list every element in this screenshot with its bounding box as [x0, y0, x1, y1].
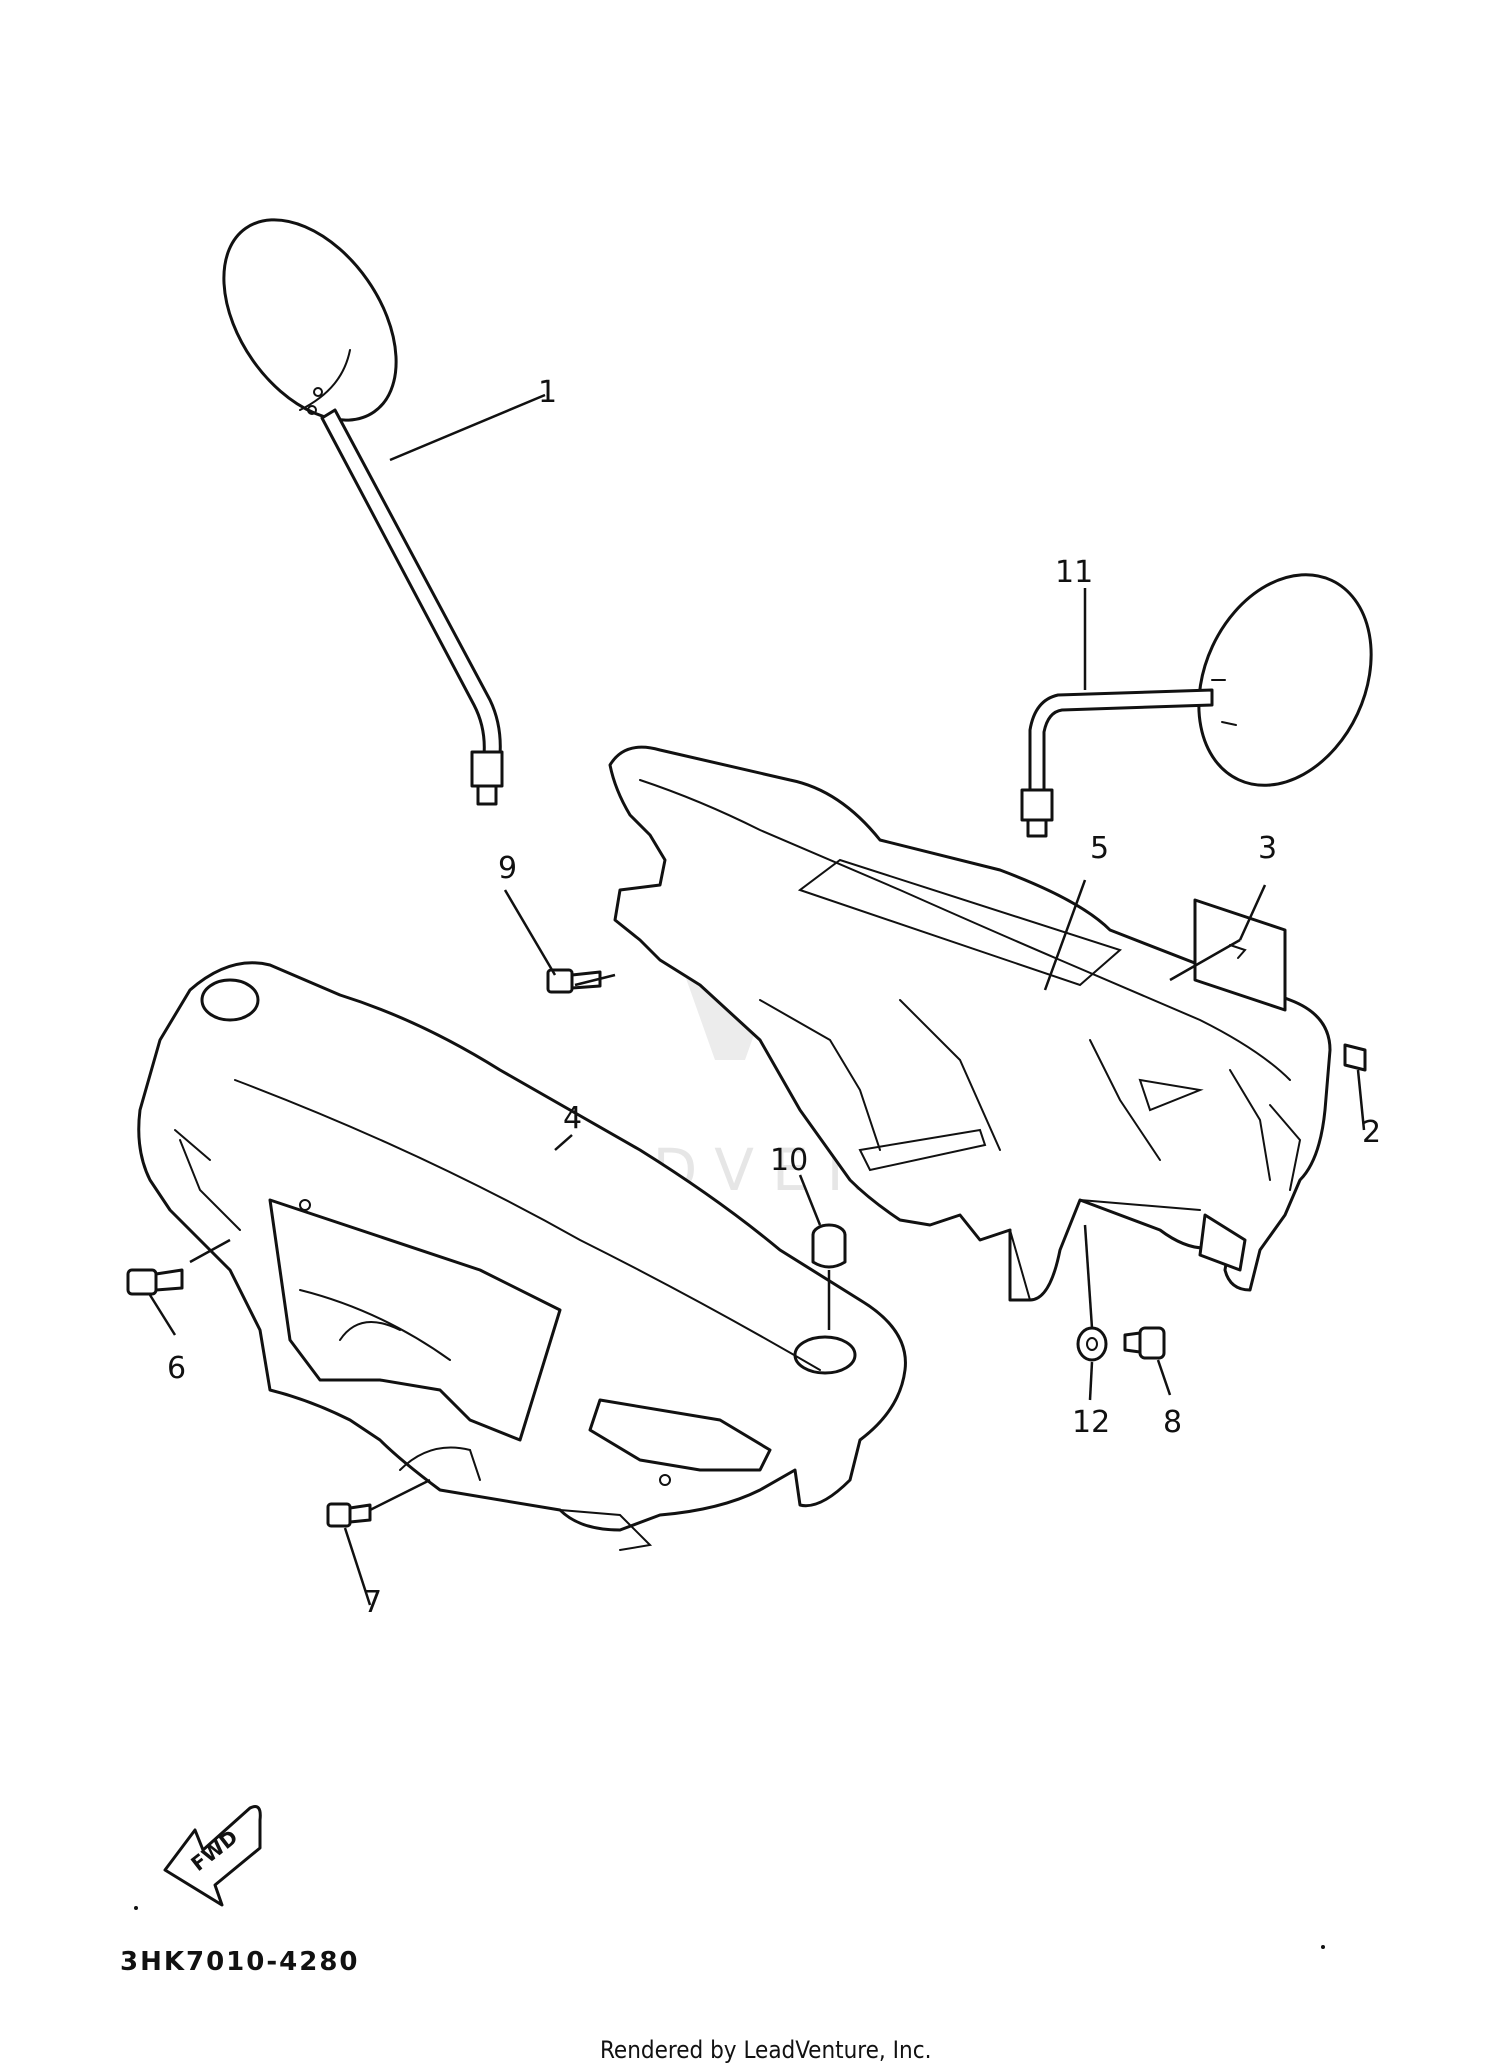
emblem-3: [1193, 898, 1287, 1012]
callout-10: 10: [770, 1143, 808, 1178]
left-mirror: [222, 218, 504, 806]
right-mirror: [1020, 573, 1373, 838]
diagram-code: 3HK7010-4280: [120, 1947, 360, 1977]
callout-6: 6: [167, 1351, 186, 1386]
callout-7: 7: [363, 1585, 382, 1620]
washer-12: [1076, 1326, 1108, 1362]
callout-8: 8: [1163, 1405, 1182, 1440]
callout-5: 5: [1090, 831, 1109, 866]
callout-3: 3: [1258, 831, 1277, 866]
bolt-8: [1123, 1326, 1166, 1360]
callouts: 1 2 3 4 5 6 7 8 9 10 11 12: [167, 375, 1381, 1620]
fwd-arrow-icon: [163, 1805, 262, 1907]
front-handlebar-cover: [137, 961, 907, 1551]
clip-2: [1343, 1043, 1367, 1072]
callout-2: 2: [1362, 1115, 1381, 1150]
dot-marker: [134, 1906, 138, 1910]
bolt-6: [126, 1268, 184, 1296]
callout-9: 9: [498, 851, 517, 886]
dot-marker: [1321, 1945, 1325, 1949]
leader-lines: [148, 393, 1366, 1606]
callout-12: 12: [1072, 1405, 1110, 1440]
callout-1: 1: [538, 375, 557, 410]
rear-handlebar-cover: [608, 745, 1332, 1302]
footer-credit: Rendered by LeadVenture, Inc.: [600, 2036, 931, 2064]
callout-11: 11: [1055, 555, 1093, 590]
cap-10: [811, 1223, 847, 1269]
screw-7: [326, 1502, 372, 1528]
fwd-direction-badge: FWD: [163, 1805, 262, 1907]
callout-4: 4: [563, 1101, 582, 1136]
